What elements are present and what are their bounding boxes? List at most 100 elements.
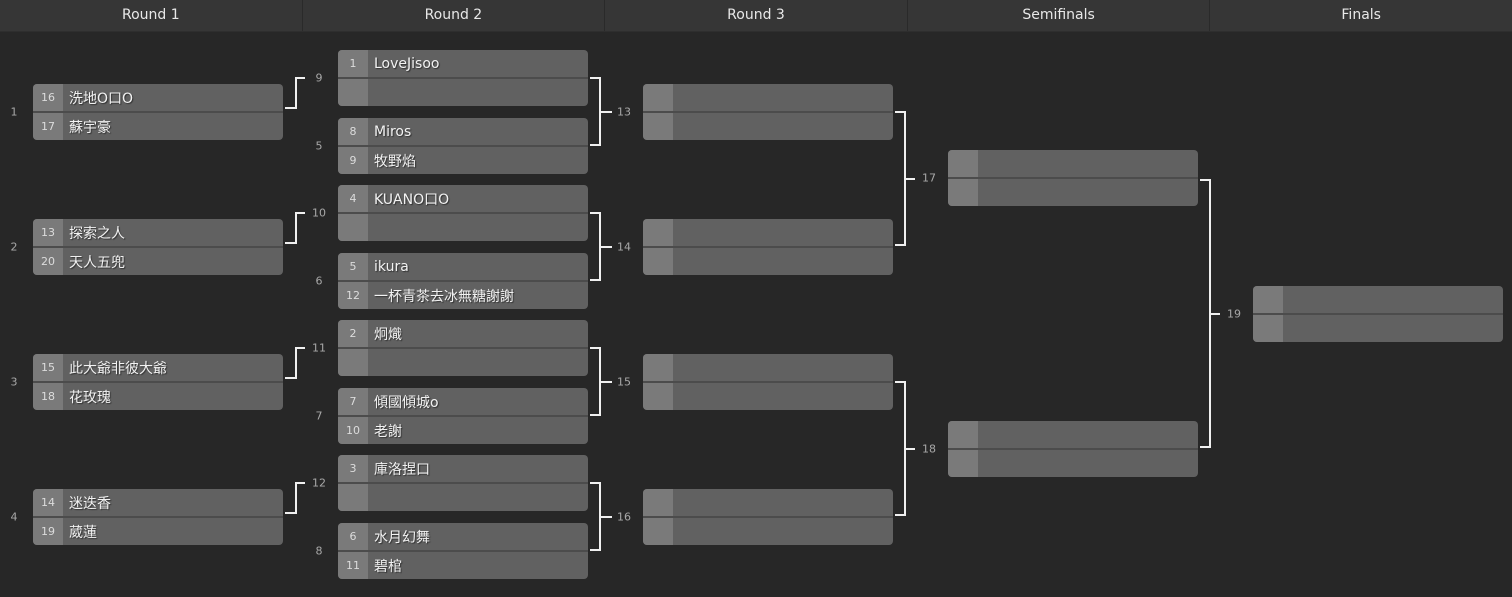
match-9[interactable]: 1 LoveJisoo	[338, 50, 588, 106]
seed-number	[338, 349, 368, 376]
match-slot[interactable]: 15 此大爺非彼大爺	[33, 354, 283, 381]
seed-number: 20	[33, 248, 63, 275]
seed-number	[643, 219, 673, 246]
match-slot[interactable]	[643, 111, 893, 140]
player-name: 碧棺	[374, 558, 402, 575]
player-name: 一杯青茶去冰無糖謝謝	[374, 288, 514, 305]
bracket-connector	[895, 381, 915, 516]
seed-number: 17	[33, 113, 63, 140]
match-14[interactable]	[643, 219, 893, 275]
match-slot[interactable]	[338, 77, 588, 106]
match-slot[interactable]	[948, 177, 1198, 206]
seed-number	[643, 518, 673, 545]
match-12[interactable]: 3 庫洛捏口	[338, 455, 588, 511]
seed-number: 1	[338, 50, 368, 77]
match-slot[interactable]: 3 庫洛捏口	[338, 455, 588, 482]
match-15[interactable]	[643, 354, 893, 410]
bracket-connector	[1200, 179, 1220, 448]
match-slot[interactable]	[643, 246, 893, 275]
seed-number: 9	[338, 147, 368, 174]
match-slot[interactable]	[948, 150, 1198, 177]
seed-number: 12	[338, 282, 368, 309]
bracket-connector	[285, 347, 305, 379]
match-slot[interactable]	[643, 354, 893, 381]
seed-number: 3	[338, 455, 368, 482]
player-name: 天人五兜	[69, 254, 125, 271]
round-title-semifinals: Semifinals	[908, 0, 1211, 31]
match-number-label: 14	[617, 240, 631, 254]
match-number-label: 15	[617, 375, 631, 389]
match-slot[interactable]: 12 一杯青茶去冰無糖謝謝	[338, 280, 588, 309]
match-number-label: 6	[315, 274, 323, 288]
match-slot[interactable]: 17 蘇宇豪	[33, 111, 283, 140]
match-slot[interactable]	[643, 489, 893, 516]
match-number-label: 10	[312, 206, 326, 220]
player-name: 葳蓮	[69, 524, 97, 541]
match-slot[interactable]: 11 碧棺	[338, 550, 588, 579]
match-number-label: 1	[10, 105, 18, 119]
match-slot[interactable]	[338, 212, 588, 241]
seed-number: 18	[33, 383, 63, 410]
seed-number	[948, 179, 978, 206]
seed-number: 11	[338, 552, 368, 579]
match-number-label: 16	[617, 510, 631, 524]
match-slot[interactable]: 1 LoveJisoo	[338, 50, 588, 77]
seed-number	[643, 354, 673, 381]
seed-number	[643, 113, 673, 140]
round-title-2: Round 2	[303, 0, 606, 31]
player-name: 探索之人	[69, 225, 125, 242]
player-name: 老謝	[374, 423, 402, 440]
round-title-3: Round 3	[605, 0, 908, 31]
match-16[interactable]	[643, 489, 893, 545]
player-name: LoveJisoo	[374, 55, 440, 72]
player-name: 庫洛捏口	[374, 461, 430, 478]
match-slot[interactable]	[643, 381, 893, 410]
match-slot[interactable]	[338, 482, 588, 511]
match-slot[interactable]	[338, 347, 588, 376]
match-slot[interactable]	[643, 219, 893, 246]
match-slot[interactable]	[1253, 313, 1503, 342]
match-13[interactable]	[643, 84, 893, 140]
match-slot[interactable]: 20 天人五兜	[33, 246, 283, 275]
player-name: Miros	[374, 123, 412, 140]
bracket-connector	[895, 111, 915, 246]
player-name: 炯熾	[374, 326, 402, 343]
match-slot[interactable]	[948, 448, 1198, 477]
seed-number: 15	[33, 354, 63, 381]
match-19[interactable]	[1253, 286, 1503, 342]
match-18[interactable]	[948, 421, 1198, 477]
match-slot[interactable]	[643, 516, 893, 545]
player-name: 此大爺非彼大爺	[69, 360, 167, 377]
seed-number	[948, 150, 978, 177]
match-17[interactable]	[948, 150, 1198, 206]
match-slot[interactable]	[948, 421, 1198, 448]
seed-number	[643, 84, 673, 111]
match-slot[interactable]	[643, 84, 893, 111]
match-slot[interactable]	[1253, 286, 1503, 313]
player-name: 蘇宇豪	[69, 119, 111, 136]
